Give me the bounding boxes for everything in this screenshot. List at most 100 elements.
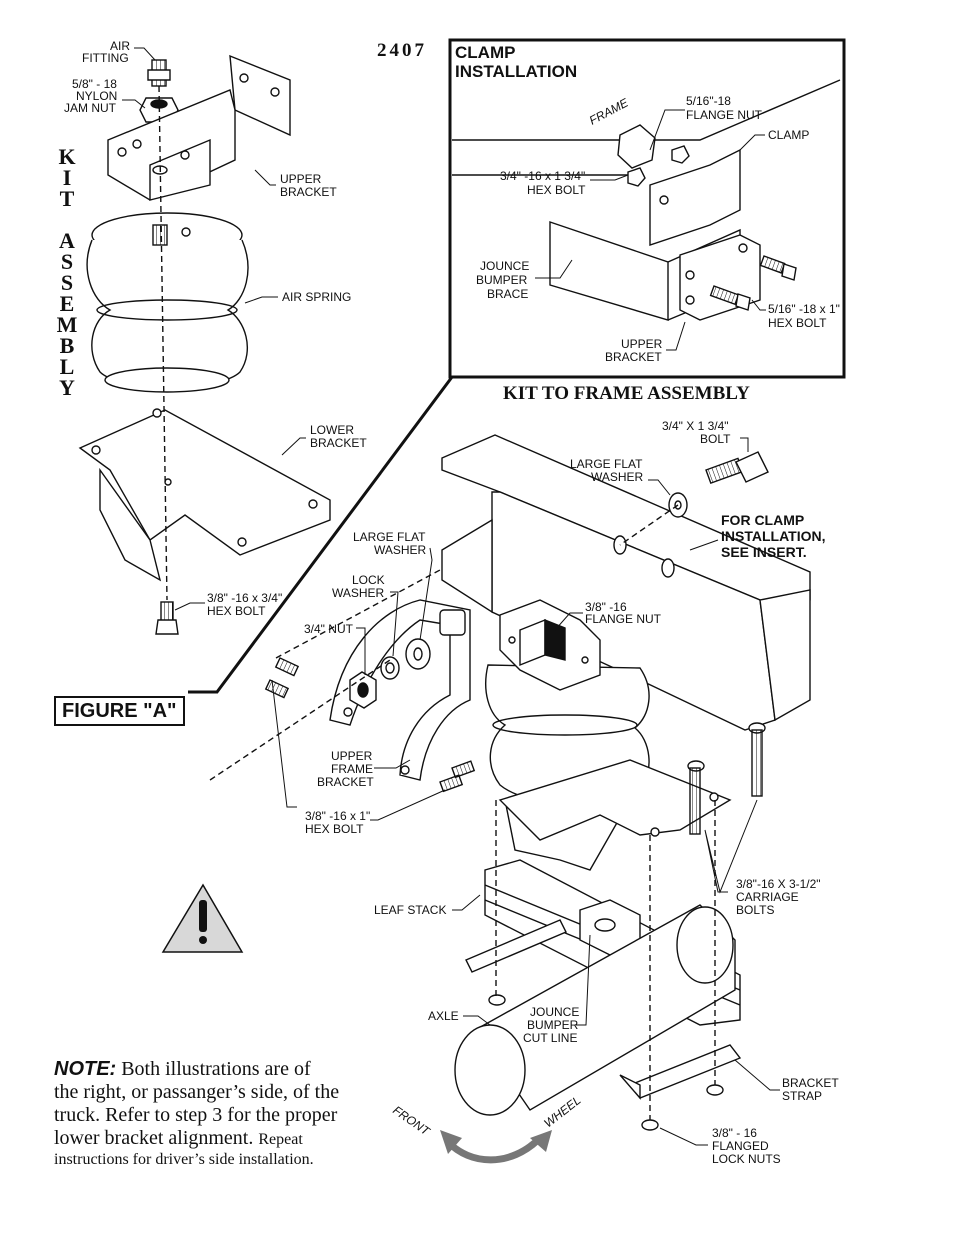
label-jounce-cut-2: BUMPER (527, 1018, 579, 1032)
label-washer-right-2: WASHER (591, 470, 644, 484)
frame-upper-bracket (499, 599, 601, 691)
label-insert-upper-2: BRACKET (605, 350, 662, 364)
label-clamp: CLAMP (768, 128, 809, 142)
clamp-insert-box (188, 38, 846, 694)
label-carriage-3: BOLTS (736, 903, 774, 917)
label-flange-nut-2: FLANGE NUT (686, 108, 763, 122)
kit-letter: I (62, 165, 72, 190)
kit-air-spring (86, 212, 249, 393)
label-jounce-1: JOUNCE (480, 259, 529, 273)
label-jam-nut-1: 5/8" - 18 (72, 77, 117, 91)
large-flat-washer-left (405, 638, 431, 670)
clamp-note-line2: INSTALLATION, (721, 528, 826, 544)
label-lock-nuts-1: 3/8" - 16 (712, 1126, 757, 1140)
insert-small-bolts (709, 255, 797, 311)
label-frame-hex-bolt-1: 3/8" -16 x 1" (305, 809, 370, 823)
label-kit-upper-2: BRACKET (280, 185, 337, 199)
note-text-4: lower bracket alignment. (54, 1127, 254, 1149)
label-front: FRONT (390, 1103, 433, 1139)
note-line4: lower bracket alignment. Repeat (54, 1127, 374, 1150)
kit-letter: S (60, 270, 74, 295)
kit-letter: S (60, 249, 74, 274)
kit-letter: L (59, 354, 75, 379)
frame-leaders (271, 437, 780, 1146)
note-line5: instructions for driver’s side installat… (54, 1151, 314, 1168)
label-jounce-3: BRACE (487, 287, 528, 301)
note-heading: NOTE: (54, 1058, 117, 1080)
clamp-note-line1: FOR CLAMP (721, 512, 805, 528)
label-lower-bracket-1: LOWER (310, 423, 354, 437)
kit-letter-spacer (56, 209, 78, 230)
label-kit-hex-bolt-2: HEX BOLT (207, 604, 266, 618)
kit-assembly-drawing (78, 54, 331, 635)
label-flange-nut-1: 5/16"-18 (686, 94, 731, 108)
label-carriage-2: CARRIAGE (736, 890, 799, 904)
label-lock-washer-1: LOCK (352, 573, 385, 587)
kit-leaders (122, 47, 306, 611)
note-text-1: Both illustrations are of (121, 1058, 311, 1080)
label-three-quarter-nut: 3/4" NUT (304, 622, 354, 636)
kit-upper-bracket (107, 54, 291, 201)
insert-title: CLAMP INSTALLATION (455, 43, 577, 81)
three-quarter-nut (349, 671, 377, 709)
kit-letter: K (58, 144, 76, 169)
kit-letter: A (59, 228, 75, 253)
label-frame-hex-bolt-2: HEX BOLT (305, 822, 364, 836)
kit-assembly-vertical-title: K I T A S S E M B L Y (56, 144, 78, 400)
label-frame: FRAME (587, 95, 632, 128)
u-strap (465, 919, 742, 1100)
left-hex-bolts (264, 657, 476, 793)
figure-a-label: FIGURE "A" (54, 696, 185, 726)
axle (454, 904, 736, 1116)
label-jounce-cut-1: JOUNCE (530, 1005, 579, 1019)
carriage-bolts (687, 722, 766, 835)
label-lock-nuts-2: FLANGED (712, 1139, 769, 1153)
label-washer-right-1: LARGE FLAT (570, 457, 643, 471)
label-air-fitting-2: FITTING (82, 51, 129, 65)
lock-washer (380, 656, 400, 680)
insert-hex-bolt-head (617, 124, 690, 187)
label-flange-nut-frame-1: 3/8" -16 (585, 600, 627, 614)
label-jam-nut-3: JAM NUT (64, 101, 117, 115)
note-line3: truck. Refer to step 3 for the proper (54, 1104, 338, 1126)
label-washer-left-2: WASHER (374, 543, 427, 557)
label-jam-nut-2: NYLON (76, 89, 117, 103)
note-line1: NOTE: Both illustrations are of (54, 1058, 374, 1081)
label-hex-bolt-1: 3/4" -16 x 1 3/4" (500, 169, 585, 183)
label-upper-frame-bracket-1: UPPER (331, 749, 373, 763)
note-line2: the right, or passanger’s side, of the (54, 1081, 340, 1103)
frame-bolt (705, 451, 769, 485)
kit-letter: Y (59, 375, 75, 400)
flanged-lock-nuts (488, 994, 724, 1131)
clamp-installation-note: FOR CLAMP INSTALLATION, SEE INSERT. (721, 512, 825, 560)
kit-letter: M (56, 312, 78, 337)
kit-hex-bolt (155, 601, 179, 635)
kit-lower-bracket (78, 408, 331, 582)
label-washer-left-1: LARGE FLAT (353, 530, 426, 544)
label-kit-hex-bolt-1: 3/8" -16 x 3/4" (207, 591, 282, 605)
insert-labels: FRAME 5/16"-18 FLANGE NUT CLAMP 3/4" -16… (476, 94, 840, 364)
kit-letter: E (59, 291, 75, 316)
label-upper-frame-bracket-2: FRAME (331, 762, 373, 776)
label-jounce-cut-3: CUT LINE (523, 1031, 577, 1045)
label-bracket-strap-2: STRAP (782, 1089, 822, 1103)
assembly-lines (209, 504, 716, 1120)
insert-title-line2: INSTALLATION (455, 62, 578, 81)
kit-to-frame-title: KIT TO FRAME ASSEMBLY (503, 383, 750, 404)
label-kit-upper-1: UPPER (280, 172, 322, 186)
label-jounce-2: BUMPER (476, 273, 528, 287)
note-block: NOTE: Both illustrations are of the righ… (54, 1058, 374, 1169)
label-bolt-1: 3/4" X 1 3/4" (662, 419, 729, 433)
label-flange-nut-frame-2: FLANGE NUT (585, 612, 662, 626)
label-lock-washer-2: WASHER (332, 586, 385, 600)
jounce-bumper (579, 899, 641, 956)
curved-double-arrow-icon (440, 1130, 552, 1164)
clamp-note-line3: SEE INSERT. (721, 544, 807, 560)
air-fitting (147, 59, 171, 87)
frame-rail (441, 434, 811, 731)
label-bolt-2: BOLT (700, 432, 731, 446)
warning-triangle-icon (161, 883, 244, 953)
label-insert-upper-1: UPPER (621, 337, 663, 351)
